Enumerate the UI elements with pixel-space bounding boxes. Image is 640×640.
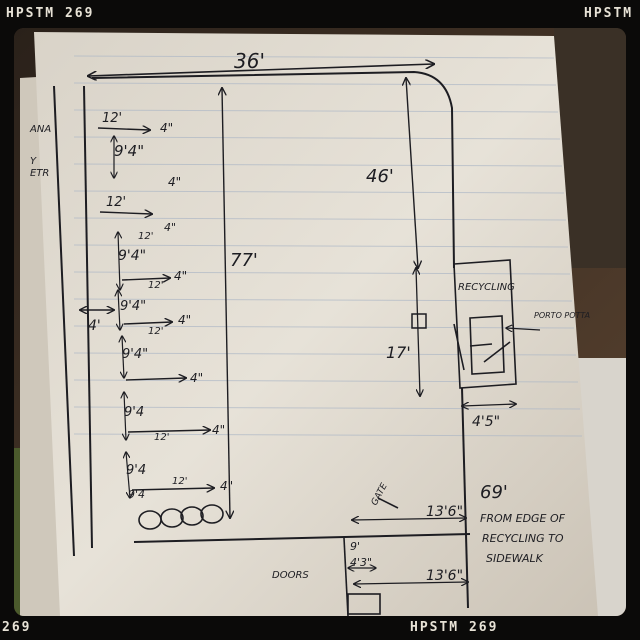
width-label: 36' [234,49,265,73]
circles-row [138,504,224,530]
porto-label: PORTO POTTA [534,311,590,320]
stall-depth-label: 9'4" [118,248,146,264]
frame-label-bottom-center: HPSTM 269 [410,620,499,635]
parking-stalls: 12' 4" 9'4" 4" 12' 4" 9'4" 12' 12' 4" 9'… [97,111,233,501]
side-gap-label: 4' [88,318,101,334]
side-label-2: Y [30,156,37,167]
recycling-gap-label: 17' [386,343,411,362]
stall-depth-label: 9'4 [128,488,145,501]
recycling-area [416,259,541,406]
note-line-1: FROM EDGE OF [480,512,566,525]
length-label: 77' [230,250,258,271]
stall-spacer-label: 4" [160,121,173,135]
stall-width-label: 12' [102,111,122,126]
stall-width-label: 12' [106,195,126,210]
photo: 36' 77' 46' 4' ANA Y ETR 12' 4" 9'4" 4" … [14,28,626,616]
right-length-label: 46' [366,166,394,187]
frame-label-top-right: HPSTM [584,6,634,21]
recycling-width-label: 4'5" [472,414,500,430]
stall-3: 12' 4" 9'4" [118,269,187,330]
stall-spacer-label: 4" [174,269,187,283]
side-label-3: ETR [30,168,49,179]
stall-spacer-label: 4" [212,423,225,437]
stall-spacer-label: 4" [220,479,233,493]
stall-width-small: 12' [154,432,169,443]
paper-sheet [34,32,598,616]
stall-spacer-label: 4" [168,175,181,189]
recycling-marker [411,313,427,329]
stall-width-small: 12' [148,280,163,291]
stall-depth-label: 9'4 [126,463,146,478]
right-length-arrow [406,78,418,268]
note-line-3: SIDEWALK [486,552,544,565]
doors-label: DOORS [272,570,309,581]
front-dim-2: 13'6" [426,568,463,584]
frame-label-bottom-left: 269 [2,620,32,635]
note-line-2: RECYCLING TO [482,532,564,545]
sketch-photo: 36' 77' 46' 4' ANA Y ETR 12' 4" 9'4" 4" … [14,28,626,616]
note-number: 69' [480,482,508,503]
stall-spacer-label: 4" [164,221,176,234]
length-arrow [222,88,230,518]
ruled-lines [73,55,583,437]
bottom-stall-label: 12' [172,476,187,487]
stall-depth-label: 9'4" [114,142,144,160]
stall-4: 12' 4" 9'4" [122,313,191,378]
stall-6: 4" 9'4 [126,423,225,498]
small-dim-2: 4'3" [350,556,372,569]
stall-spacer-label: 4" [178,313,191,327]
small-dim-1: 9' [350,540,360,553]
stall-width-small: 12' [148,326,163,337]
front-section [343,497,468,616]
recycling-label: RECYCLING [458,282,515,293]
frame-label-top-left: HPSTM 269 [6,6,95,21]
stall-depth-label: 9'4" [122,347,148,362]
stall-7: 12' 4" 9'4 [128,476,233,501]
front-dim-1: 13'6" [426,504,463,520]
stall-depth-label: 9'4 [124,405,144,420]
stall-width-small: 12' [138,231,153,242]
stall-2: 12' 4" 9'4" 12' [99,195,176,290]
width-arrow [88,64,434,76]
stall-depth-label: 9'4" [120,299,146,314]
stall-1: 12' 4" 9'4" 4" [97,111,181,189]
stall-spacer-label: 4" [190,371,203,385]
side-label-1: ANA [29,124,51,135]
stall-5: 4" 9'4 12' [124,371,203,443]
